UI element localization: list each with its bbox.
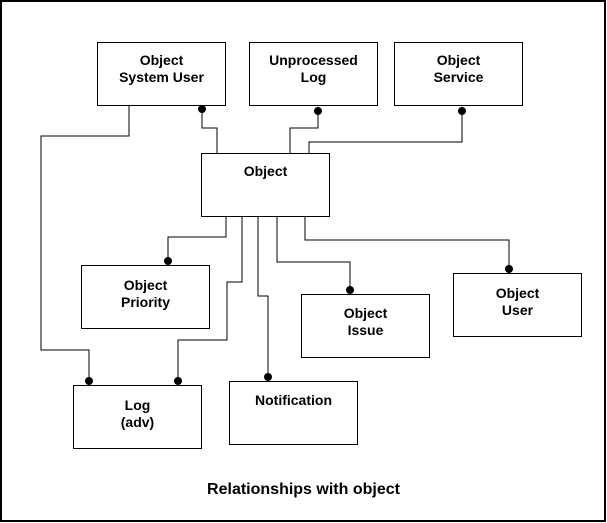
entity-label-line1: Object <box>436 52 481 68</box>
connector-object-service <box>308 111 463 153</box>
connector-system-user-log-adv <box>40 105 130 381</box>
entity-label-line2: (adv) <box>120 414 155 430</box>
crowfoot-dot-object-issue <box>346 286 354 294</box>
connector-object-system-user <box>201 105 218 153</box>
entity-label-line2: Priority <box>120 294 170 310</box>
entity-object-issue[interactable]: Object Issue <box>301 294 430 358</box>
entity-label-line1: Object <box>343 305 388 321</box>
entity-label-line2: System User <box>119 69 204 85</box>
crowfoot-dot-log-adv-left <box>85 377 93 385</box>
entity-object-priority[interactable]: Object Priority <box>81 265 210 329</box>
connector-object-user <box>304 217 510 269</box>
crowfoot-dot-object-user <box>505 265 513 273</box>
entity-label-line1: Object <box>243 163 288 179</box>
connector-object-issue <box>276 217 351 290</box>
crowfoot-dot-log-adv-right <box>174 377 182 385</box>
entity-label-line1: Object <box>139 52 184 68</box>
entity-label-line1: Log <box>124 397 151 413</box>
entity-object-user[interactable]: Object User <box>453 273 582 337</box>
entity-object[interactable]: Object <box>201 153 330 217</box>
crowfoot-dot-unprocessed-log <box>314 107 322 115</box>
entity-label-line2: Issue <box>347 322 384 338</box>
entity-label-line1: Notification <box>255 392 332 408</box>
entity-notification[interactable]: Notification <box>229 381 358 445</box>
crowfoot-dot-object-priority <box>164 257 172 265</box>
connector-object-priority <box>167 217 227 261</box>
entity-label-line2: User <box>501 302 534 318</box>
diagram-caption: Relationships with object <box>207 481 400 498</box>
crowfoot-dot-system-user <box>198 105 206 113</box>
connector-notification <box>257 217 269 377</box>
connector-log-adv-from-object <box>177 217 243 381</box>
crowfoot-dot-notification <box>264 373 272 381</box>
entity-label-line2: Log <box>300 69 327 85</box>
entity-object-system-user[interactable]: Object System User <box>97 42 226 106</box>
entity-label-line1: Object <box>123 277 168 293</box>
entity-label-line1: Object <box>495 285 540 301</box>
crowfoot-dot-object-service <box>458 107 466 115</box>
connector-unprocessed-log <box>289 111 319 153</box>
entity-log-adv[interactable]: Log (adv) <box>73 385 202 449</box>
entity-object-service[interactable]: Object Service <box>394 42 523 106</box>
entity-label-line2: Service <box>433 69 484 85</box>
entity-label-line1: Unprocessed <box>269 52 358 68</box>
entity-unprocessed-log[interactable]: Unprocessed Log <box>249 42 378 106</box>
